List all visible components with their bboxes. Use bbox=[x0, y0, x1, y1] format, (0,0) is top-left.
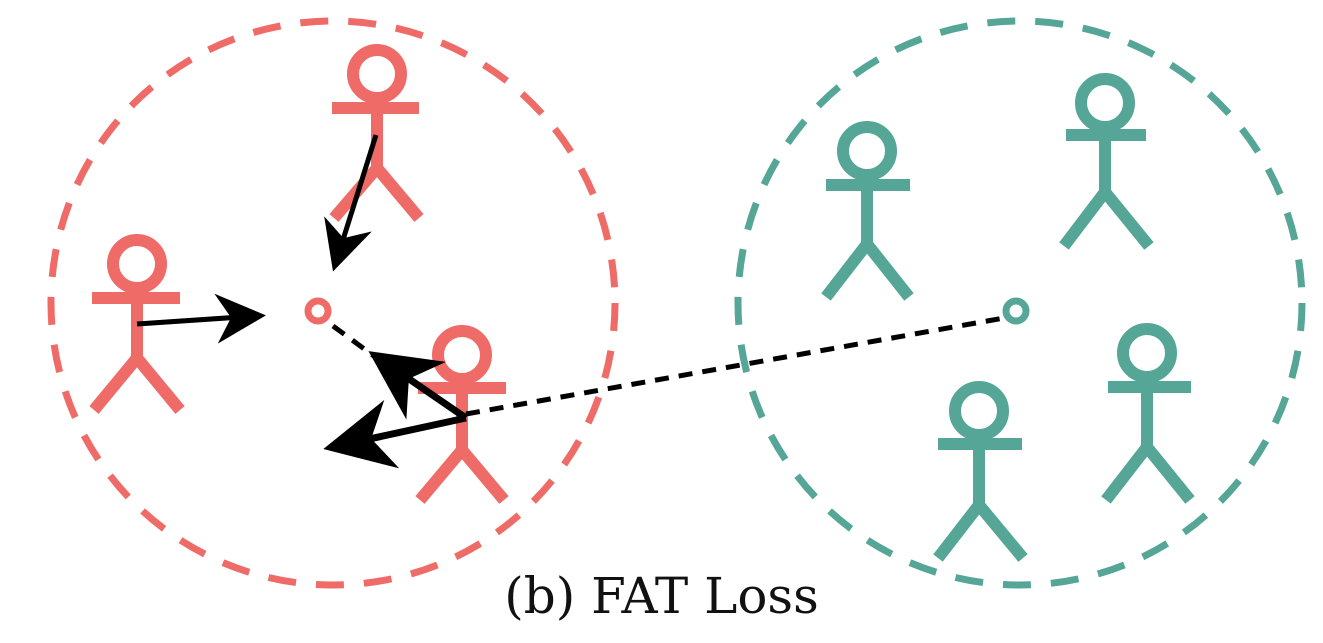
distance-line-own-center bbox=[331, 323, 380, 362]
pull-arrow bbox=[136, 293, 266, 344]
stick-figure-icon bbox=[933, 381, 1028, 562]
stick-figure-icon bbox=[1101, 323, 1195, 504]
stick-figure-icon bbox=[89, 234, 185, 414]
red-cluster-boundary bbox=[47, 17, 619, 589]
distance-line-other-center bbox=[465, 315, 1005, 417]
pull-arrow bbox=[368, 351, 468, 421]
teal-cluster-boundary bbox=[734, 17, 1306, 589]
push-arrow bbox=[323, 399, 467, 469]
figure-caption: (b) FAT Loss bbox=[504, 567, 819, 625]
pull-arrow bbox=[324, 134, 379, 272]
stick-figure-icon bbox=[1059, 73, 1154, 250]
cluster-center-icon bbox=[304, 297, 332, 325]
cluster-center-icon bbox=[1002, 297, 1030, 325]
stick-figure-icon bbox=[821, 121, 914, 301]
stick-figure-icon bbox=[329, 44, 424, 222]
